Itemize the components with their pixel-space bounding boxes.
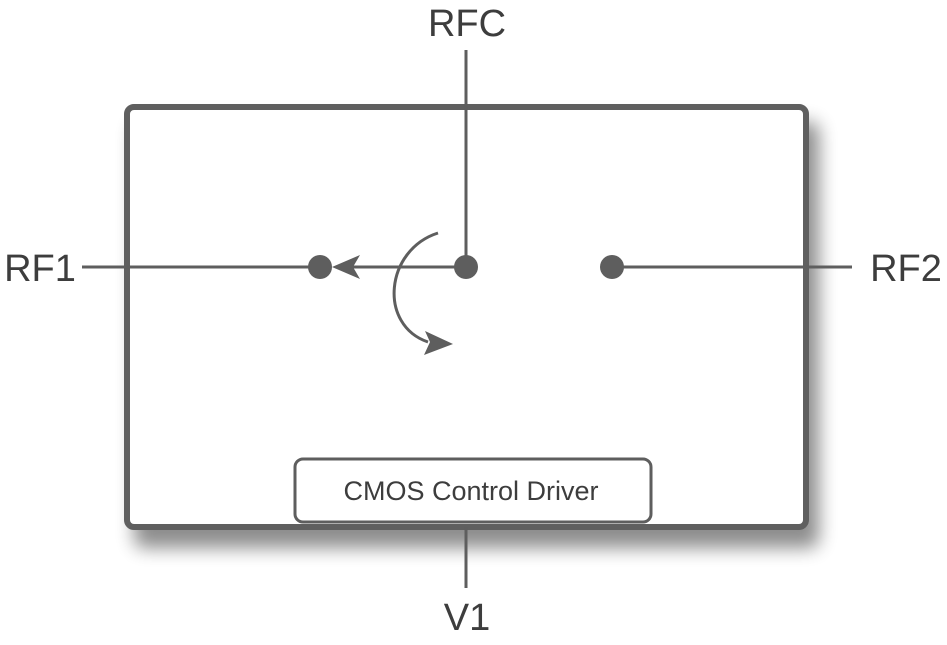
rfc-pivot-node (454, 255, 478, 279)
rfc-port-label: RFC (428, 3, 506, 45)
rf1-contact-node (308, 255, 332, 279)
rf2-contact-node (600, 255, 624, 279)
rf2-port-label: RF2 (870, 248, 942, 290)
rf1-port-label: RF1 (4, 248, 76, 290)
v1-port-label: V1 (444, 597, 490, 639)
cmos-driver-label: CMOS Control Driver (343, 476, 598, 506)
curved-rotation-arrow-icon (392, 231, 453, 355)
switch-arm-arrowhead (332, 255, 360, 279)
cmos-driver-box (293, 457, 653, 524)
